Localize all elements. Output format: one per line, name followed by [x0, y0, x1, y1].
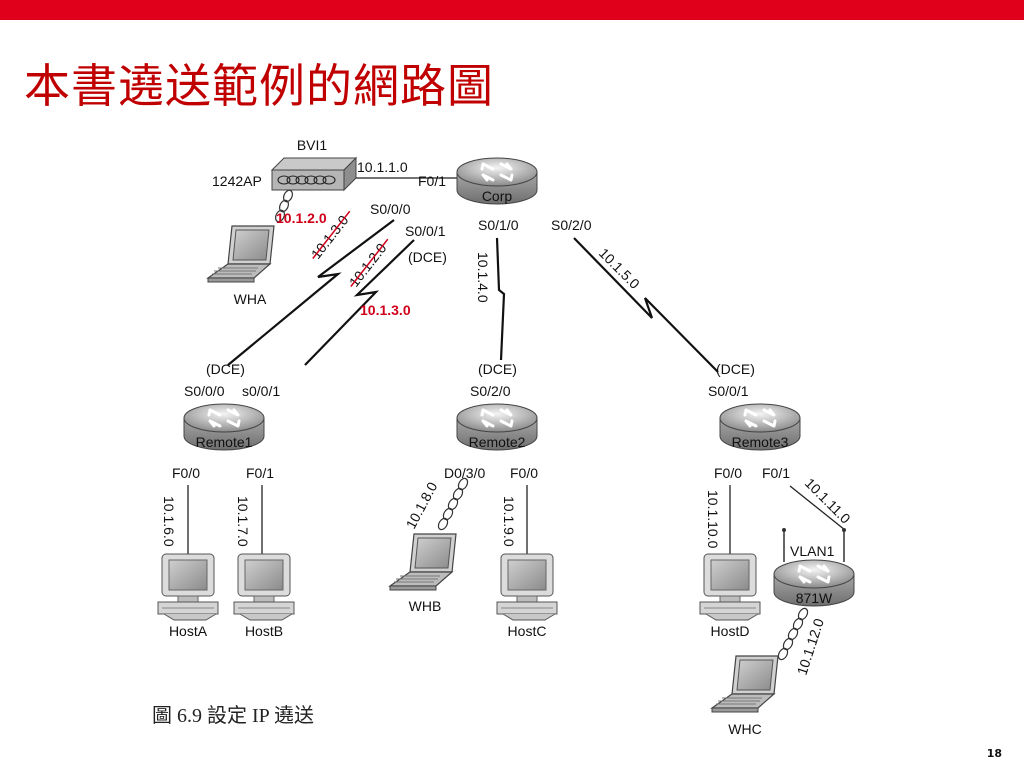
net-10-1-10-0: 10.1.10.0 — [705, 490, 721, 549]
page-number: 18 — [986, 747, 1002, 760]
ap-bvi-label: BVI1 — [297, 137, 328, 153]
link-remote3-871w — [789, 485, 846, 531]
remote1-s000-label: S0/0/0 — [184, 383, 225, 399]
ap-name-label: 1242AP — [212, 173, 262, 189]
remote2-dce-label: (DCE) — [478, 361, 517, 377]
wha-laptop-icon — [207, 225, 275, 283]
corp-s010-label: S0/1/0 — [478, 217, 519, 233]
net-10-1-9-0: 10.1.9.0 — [501, 496, 517, 547]
hostb-pc-icon — [233, 553, 295, 621]
remote1-dce-label: (DCE) — [206, 361, 245, 377]
hostd-pc-icon — [699, 553, 761, 621]
whc-laptop-icon — [711, 655, 779, 713]
router-871w-label: 871W — [796, 590, 833, 606]
top-accent-bar — [0, 0, 1024, 20]
wireless-link-871w-whc — [777, 607, 809, 661]
remote3-dce-label: (DCE) — [716, 361, 755, 377]
link-corp-remote3 — [573, 237, 719, 373]
net-10-1-7-0: 10.1.7.0 — [235, 496, 251, 547]
router-871w — [772, 528, 856, 608]
whb-laptop-icon — [389, 533, 457, 591]
corp-dce-label: (DCE) — [408, 249, 447, 265]
net-10-1-6-0: 10.1.6.0 — [161, 496, 177, 547]
corp-s001-label: S0/0/1 — [405, 223, 446, 239]
wireless-link-ap-wha — [274, 189, 294, 223]
wireless-link-remote2-whb — [437, 477, 469, 531]
router-remote2-label: Remote2 — [469, 434, 526, 450]
corp-s020-label: S0/2/0 — [551, 217, 592, 233]
net-10-1-8-0: 10.1.8.0 — [403, 479, 441, 531]
vlan1-label: VLAN1 — [790, 543, 835, 559]
whc-label: WHC — [728, 721, 761, 737]
remote2-s020-label: S0/2/0 — [470, 383, 511, 399]
remote2-f00-label: F0/0 — [510, 465, 538, 481]
hostd-label: HostD — [711, 623, 750, 639]
figure-caption: 圖 6.9 設定 IP 遶送 — [152, 704, 314, 727]
remote2-d030-label: D0/3/0 — [444, 465, 485, 481]
net-10-1-12-0: 10.1.12.0 — [794, 616, 827, 677]
access-point-1242ap — [270, 156, 358, 192]
hostb-label: HostB — [245, 623, 283, 639]
wha-label: WHA — [234, 291, 267, 307]
link-corp-remote2 — [495, 237, 506, 361]
router-remote1-label: Remote1 — [196, 434, 253, 450]
router-remote3-label: Remote3 — [732, 434, 789, 450]
net-10-1-11-0: 10.1.11.0 — [802, 475, 854, 527]
router-corp-label: Corp — [482, 188, 513, 204]
whb-label: WHB — [409, 598, 442, 614]
corp-f01-label: F0/1 — [418, 173, 446, 189]
correction-10-1-2-0: 10.1.2.0 — [276, 210, 327, 226]
remote1-s001-label: s0/0/1 — [242, 383, 280, 399]
remote1-f01-label: F0/1 — [246, 465, 274, 481]
remote3-f01-label: F0/1 — [762, 465, 790, 481]
page-title: 本書遶送範例的網路圖 — [24, 59, 494, 113]
link-corp-remote1-s001 — [304, 239, 415, 366]
correction-10-1-3-0: 10.1.3.0 — [360, 302, 411, 318]
hosta-pc-icon — [157, 553, 219, 621]
link-corp-remote1-s000 — [227, 219, 395, 366]
remote3-f00-label: F0/0 — [714, 465, 742, 481]
net-10-1-4-0: 10.1.4.0 — [475, 252, 491, 303]
remote1-f00-label: F0/0 — [172, 465, 200, 481]
hosta-label: HostA — [169, 623, 208, 639]
net-10-1-1-0: 10.1.1.0 — [357, 159, 408, 175]
hostc-pc-icon — [496, 553, 558, 621]
hostc-label: HostC — [508, 623, 547, 639]
corp-s000-label: S0/0/0 — [370, 201, 411, 217]
remote3-s001-label: S0/0/1 — [708, 383, 749, 399]
